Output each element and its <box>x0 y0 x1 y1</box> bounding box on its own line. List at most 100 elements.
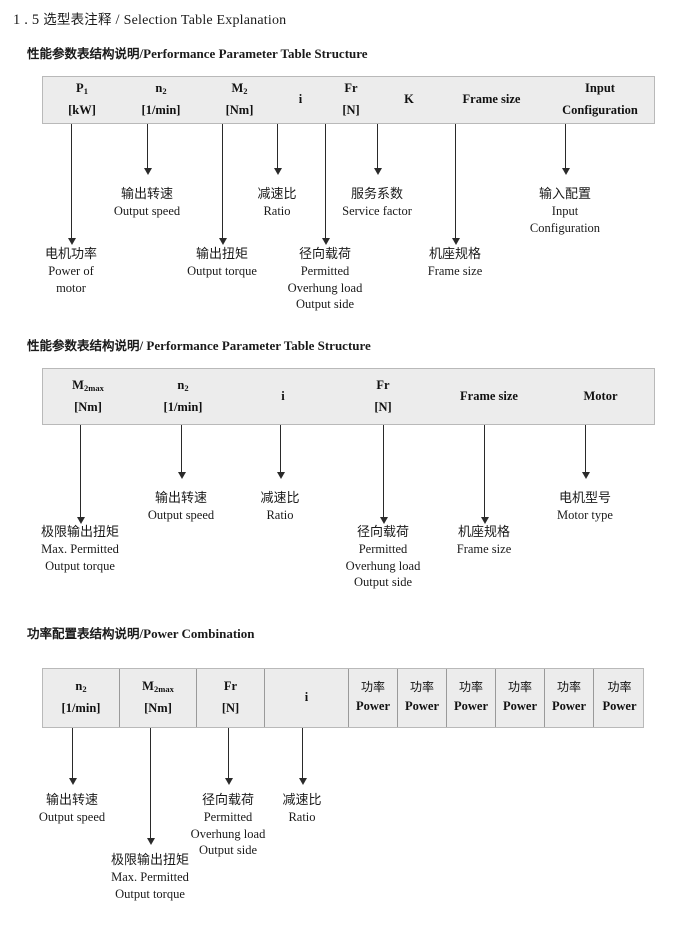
column-subscript: 2max <box>83 382 104 393</box>
column-symbol: 功率 <box>507 680 532 695</box>
table-header-cell: Fr [N] <box>333 369 433 424</box>
annotation-overhung-load-3: 径向载荷 Permitted Overhung load Output side <box>191 792 266 859</box>
annotation-output-speed-3: 输出转速 Output speed <box>39 792 105 826</box>
annotation-cn: 电机功率 <box>44 247 98 262</box>
column-unit: [N] <box>221 701 240 715</box>
annotation-en-line-2: Overhung load <box>190 826 266 841</box>
column-symbol: n2 <box>75 679 87 694</box>
table-header-cell: n2 [1/min] <box>121 77 201 123</box>
annotation-en-line-1: Output speed <box>38 810 106 825</box>
column-unit: Power <box>602 699 637 714</box>
column-unit: Power <box>502 699 537 714</box>
column-symbol: Input <box>585 81 615 96</box>
annotation-cn: 电机型号 <box>558 491 611 506</box>
table-header-cell: 功率 Power <box>594 669 645 727</box>
table-header-cell: M2max [Nm] <box>43 369 133 424</box>
annotation-en-line-1: Ratio <box>263 204 291 219</box>
page-title-en: Selection Table Explanation <box>123 13 287 28</box>
section-3-heading-cn: 功率配置表结构说明 <box>27 626 140 641</box>
table-header-cell: Frame size <box>433 369 545 424</box>
column-unit: [1/min] <box>163 399 203 414</box>
column-symbol: 功率 <box>409 680 434 695</box>
annotation-en-line-1: Frame size <box>456 542 512 557</box>
annotation-en-line-1: Input <box>551 204 579 219</box>
column-subscript: 1 <box>83 85 88 96</box>
column-unit: [1/min] <box>141 103 181 117</box>
annotation-ratio-1: 减速比 Ratio <box>257 186 296 220</box>
table-header-cell: Fr [N] <box>197 669 265 727</box>
table-header-cell: Fr[N] <box>323 77 379 123</box>
annotation-en-line-1: Max. Permitted <box>111 870 189 885</box>
section-2-heading: 性能参数表结构说明/ Performance Parameter Table S… <box>27 335 371 354</box>
annotation-cn: 机座规格 <box>428 247 481 262</box>
annotation-motor-type-2: 电机型号 Motor type <box>557 490 613 524</box>
annotation-en-line-1: Frame size <box>427 264 483 279</box>
annotation-ratio-3: 减速比 Ratio <box>282 792 321 826</box>
table-header-cell: i <box>278 77 323 123</box>
section-3-heading: 功率配置表结构说明/Power Combination <box>27 623 255 642</box>
column-unit: Power <box>404 699 439 714</box>
annotation-overhung-load-2: 径向载荷 Permitted Overhung load Output side <box>346 524 421 591</box>
table-header-cell: 功率 Power <box>398 669 447 727</box>
annotation-cn: 减速比 <box>282 793 322 808</box>
annotation-input-configuration-1: 输入配置 Input Configuration <box>530 186 600 236</box>
column-symbol: 功率 <box>607 680 632 695</box>
column-symbol: M2max <box>72 377 104 393</box>
annotation-frame-size-1: 机座规格 Frame size <box>428 246 483 280</box>
column-symbol: M2max <box>142 679 174 694</box>
column-unit: [N] <box>374 399 392 414</box>
column-symbol: 功率 <box>360 680 385 695</box>
annotation-en-line-3: Output side <box>354 575 412 590</box>
annotation-output-speed-2: 输出转速 Output speed <box>148 490 214 524</box>
annotation-cn: 径向载荷 <box>201 793 255 808</box>
section-1-heading-sep: / <box>139 46 144 61</box>
column-symbol: i <box>281 388 285 403</box>
column-symbol: P1 <box>76 81 88 96</box>
table-header-cell: i <box>265 669 349 727</box>
annotation-max-output-torque-3: 极限输出扭矩 Max. Permitted Output torque <box>111 852 189 902</box>
column-unit: [kW] <box>68 103 96 117</box>
table-header-cell: i <box>233 369 333 424</box>
annotation-service-factor-1: 服务系数 Service factor <box>342 186 412 220</box>
annotation-en-line-2: Output torque <box>115 886 185 901</box>
table-header-cell: M2max[Nm] <box>120 669 197 727</box>
column-unit: Power <box>355 699 390 714</box>
column-symbol: Fr <box>376 377 390 392</box>
annotation-en-line-1: Motor type <box>557 508 613 523</box>
annotation-cn: 输入配置 <box>538 187 592 202</box>
annotation-ratio-2: 减速比 Ratio <box>260 490 299 524</box>
annotation-cn: 输出转速 <box>45 793 98 808</box>
column-unit: Power <box>453 699 488 714</box>
column-unit: Power <box>551 699 586 714</box>
column-unit: [1/min] <box>61 701 101 715</box>
column-symbol: n2 <box>155 81 167 96</box>
section-2-heading-en: Performance Parameter Table Structure <box>146 338 371 353</box>
table-header-cell: K <box>379 77 439 123</box>
annotation-output-speed-1: 输出转速 Output speed <box>114 186 180 220</box>
column-unit: Configuration <box>562 103 638 117</box>
column-symbol: Frame size <box>462 92 521 107</box>
annotation-en-line-1: Output torque <box>187 264 257 279</box>
column-unit: [Nm] <box>74 399 102 414</box>
table-header-cell: Frame size <box>439 77 544 123</box>
table-header-cell: n2[1/min] <box>133 369 233 424</box>
annotation-max-output-torque-2: 极限输出扭矩 Max. Permitted Output torque <box>41 524 119 574</box>
table-header-cell: 功率 Power <box>349 669 398 727</box>
section-1-heading-en: Performance Parameter Table Structure <box>143 46 368 61</box>
annotation-overhung-load-1: 径向载荷 Permitted Overhung load Output side <box>288 246 363 313</box>
column-subscript: 2max <box>153 683 174 694</box>
annotation-en-line-1: Ratio <box>288 810 316 825</box>
annotation-cn: 服务系数 <box>350 187 404 202</box>
column-symbol: 功率 <box>458 680 483 695</box>
column-symbol: Fr <box>223 679 238 694</box>
annotation-en-line-1: Output speed <box>147 508 215 523</box>
annotation-cn: 径向载荷 <box>356 525 410 540</box>
column-symbol: Frame size <box>460 388 518 403</box>
annotation-cn: 减速比 <box>257 187 297 202</box>
table-header-cell: Motor <box>545 369 656 424</box>
annotation-en-line-1: Permitted <box>300 264 350 279</box>
column-unit: [Nm] <box>225 103 254 117</box>
